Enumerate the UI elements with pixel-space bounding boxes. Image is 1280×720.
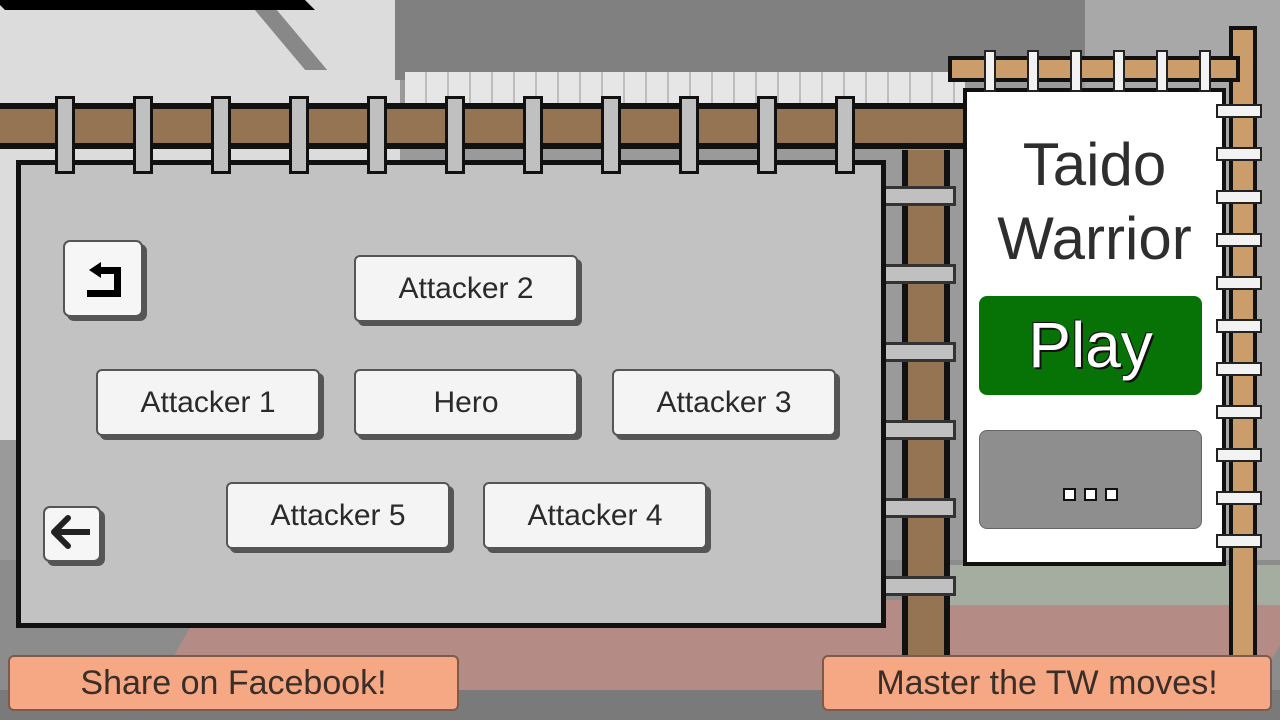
- play-button[interactable]: Play: [979, 296, 1202, 395]
- attacker-5-button[interactable]: Attacker 5: [226, 482, 450, 549]
- rod-clip: [211, 96, 231, 174]
- left-arrow-icon: [50, 514, 94, 555]
- panel-clip: [1113, 50, 1125, 92]
- panel-clip: [1070, 50, 1082, 92]
- more-button[interactable]: [979, 430, 1202, 529]
- panel-clip: [1216, 362, 1262, 376]
- board-top-rod: [0, 103, 1000, 149]
- rod-clip: [55, 96, 75, 174]
- background-floor-green: [930, 565, 1280, 605]
- hero-button[interactable]: Hero: [354, 369, 578, 436]
- panel-clip: [1216, 448, 1262, 462]
- rod-clip: [757, 96, 777, 174]
- back-button[interactable]: [43, 506, 101, 562]
- game-title-line-2: Warrior: [997, 205, 1192, 272]
- share-facebook-button[interactable]: Share on Facebook!: [8, 655, 459, 711]
- panel-clip: [1216, 534, 1262, 548]
- panel-clip: [1216, 319, 1262, 333]
- panel-clip: [1156, 50, 1168, 92]
- post-clip: [874, 576, 956, 596]
- rod-clip: [367, 96, 387, 174]
- rod-clip: [679, 96, 699, 174]
- panel-clip: [1199, 50, 1211, 92]
- master-moves-button[interactable]: Master the TW moves!: [822, 655, 1272, 711]
- attacker-3-button[interactable]: Attacker 3: [612, 369, 836, 436]
- post-clip: [874, 264, 956, 284]
- panel-clip: [1216, 190, 1262, 204]
- rod-clip: [445, 96, 465, 174]
- panel-clip: [1027, 50, 1039, 92]
- post-clip: [874, 420, 956, 440]
- panel-clip: [984, 50, 996, 92]
- post-clip: [874, 186, 956, 206]
- post-clip: [874, 342, 956, 362]
- post-clip: [874, 498, 956, 518]
- panel-clip: [1216, 276, 1262, 290]
- panel-post: [1229, 26, 1257, 666]
- panel-clip: [1216, 147, 1262, 161]
- rod-clip: [289, 96, 309, 174]
- panel-clip: [1216, 233, 1262, 247]
- attacker-1-button[interactable]: Attacker 1: [96, 369, 320, 436]
- return-button[interactable]: [63, 240, 143, 317]
- background-roof: [14, 10, 328, 70]
- panel-top-rod: [948, 56, 1240, 82]
- game-title: Taido Warrior: [963, 128, 1226, 276]
- panel-clip: [1216, 491, 1262, 505]
- attacker-2-button[interactable]: Attacker 2: [354, 255, 578, 322]
- game-title-line-1: Taido: [1022, 131, 1167, 198]
- return-arrow-icon: [79, 252, 127, 305]
- rod-clip: [523, 96, 543, 174]
- rod-clip: [835, 96, 855, 174]
- panel-clip: [1216, 405, 1262, 419]
- attacker-4-button[interactable]: Attacker 4: [483, 482, 707, 549]
- background-beam: [0, 0, 315, 10]
- ellipsis-squares-icon: [1063, 488, 1118, 501]
- rod-clip: [601, 96, 621, 174]
- rod-clip: [133, 96, 153, 174]
- board-side-post: [902, 150, 950, 660]
- panel-clip: [1216, 104, 1262, 118]
